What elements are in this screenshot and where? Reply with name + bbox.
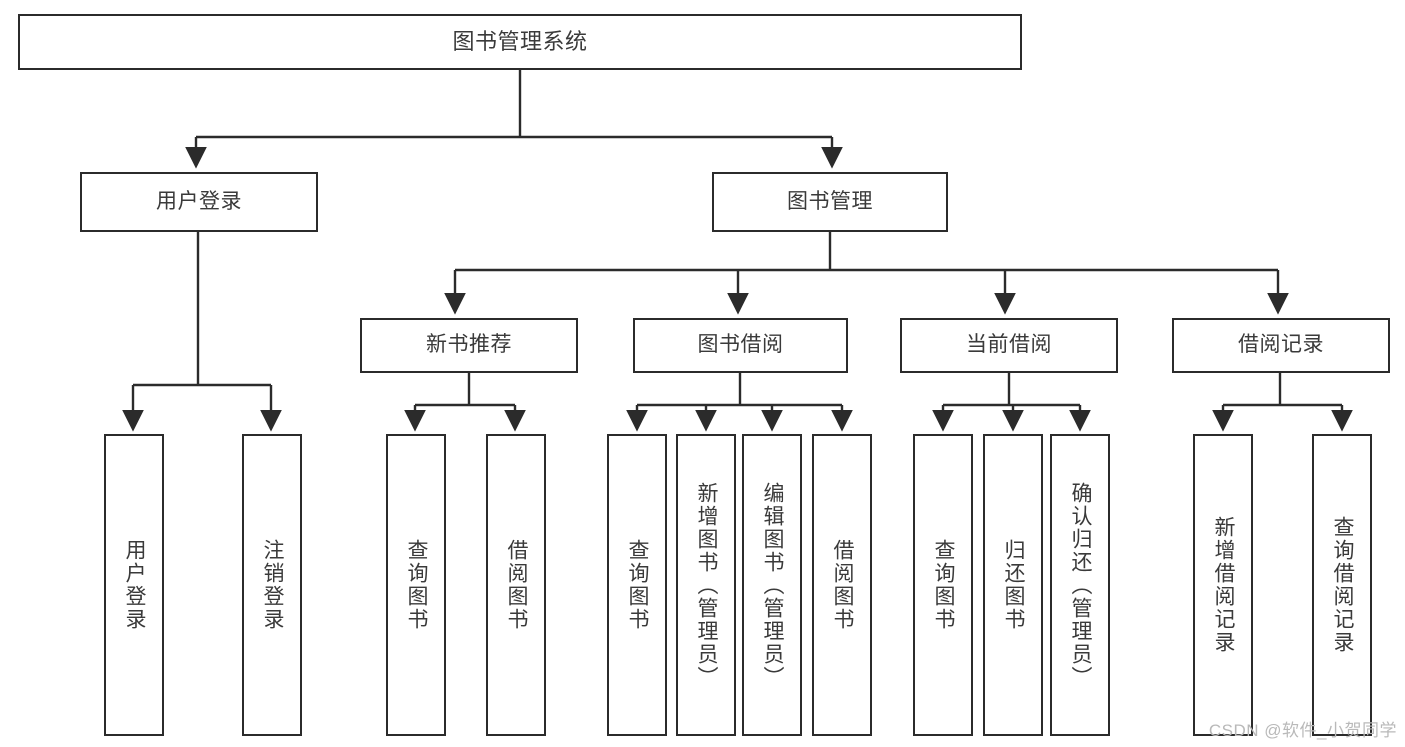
node-leaf-return-book[interactable]: 归还图书 — [983, 434, 1043, 736]
node-leaf-query-book-3-label: 查询图书 — [932, 539, 956, 631]
node-new-book-rec[interactable]: 新书推荐 — [360, 318, 578, 373]
node-leaf-borrow-book-2-label: 借阅图书 — [831, 539, 855, 631]
node-leaf-user-logout[interactable]: 注销登录 — [242, 434, 302, 736]
node-borrow-record[interactable]: 借阅记录 — [1172, 318, 1390, 373]
node-leaf-user-login[interactable]: 用户登录 — [104, 434, 164, 736]
node-leaf-user-logout-label: 注销登录 — [261, 539, 285, 631]
node-leaf-confirm-return[interactable]: 确认归还（管理员） — [1050, 434, 1110, 736]
node-leaf-add-record-label: 新增借阅记录 — [1212, 516, 1236, 654]
node-leaf-query-record[interactable]: 查询借阅记录 — [1312, 434, 1372, 736]
node-book-manage[interactable]: 图书管理 — [712, 172, 948, 232]
node-leaf-borrow-book-1[interactable]: 借阅图书 — [486, 434, 546, 736]
node-borrow-record-label: 借阅记录 — [1238, 333, 1324, 357]
node-leaf-query-book-1[interactable]: 查询图书 — [386, 434, 446, 736]
node-leaf-return-book-label: 归还图书 — [1002, 539, 1026, 631]
node-leaf-query-book-3[interactable]: 查询图书 — [913, 434, 973, 736]
node-leaf-query-book-2[interactable]: 查询图书 — [607, 434, 667, 736]
csdn-watermark: CSDN @软件_小贺同学 — [1208, 721, 1397, 740]
node-user-login[interactable]: 用户登录 — [80, 172, 318, 232]
node-book-borrow[interactable]: 图书借阅 — [633, 318, 848, 373]
node-leaf-query-record-label: 查询借阅记录 — [1331, 516, 1355, 654]
node-current-borrow[interactable]: 当前借阅 — [900, 318, 1118, 373]
node-new-book-rec-label: 新书推荐 — [426, 333, 512, 357]
node-leaf-query-book-2-label: 查询图书 — [626, 539, 650, 631]
node-book-borrow-label: 图书借阅 — [697, 333, 784, 357]
node-user-login-label: 用户登录 — [156, 189, 242, 213]
node-leaf-user-login-label: 用户登录 — [123, 539, 147, 631]
node-root[interactable]: 图书管理系统 — [18, 14, 1022, 70]
node-leaf-add-book[interactable]: 新增图书（管理员） — [676, 434, 736, 736]
node-leaf-add-book-label: 新增图书（管理员） — [695, 481, 719, 689]
node-leaf-query-book-1-label: 查询图书 — [405, 539, 429, 631]
node-leaf-confirm-return-label: 确认归还（管理员） — [1069, 481, 1093, 689]
node-leaf-add-record[interactable]: 新增借阅记录 — [1193, 434, 1253, 736]
node-leaf-borrow-book-2[interactable]: 借阅图书 — [812, 434, 872, 736]
node-root-label: 图书管理系统 — [452, 29, 588, 55]
node-leaf-edit-book-label: 编辑图书（管理员） — [761, 481, 785, 689]
node-book-manage-label: 图书管理 — [787, 189, 873, 213]
node-current-borrow-label: 当前借阅 — [966, 333, 1052, 357]
node-leaf-borrow-book-1-label: 借阅图书 — [505, 539, 529, 631]
node-leaf-edit-book[interactable]: 编辑图书（管理员） — [742, 434, 802, 736]
